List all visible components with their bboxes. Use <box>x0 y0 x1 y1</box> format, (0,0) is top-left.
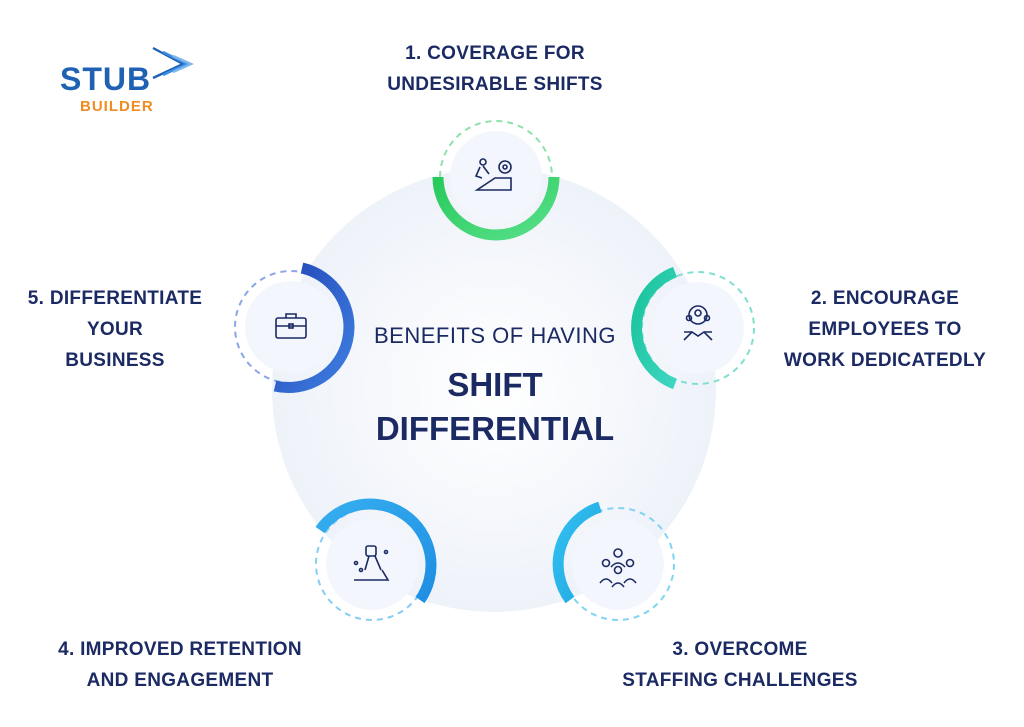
benefit-5-line2: YOUR <box>86 319 144 340</box>
benefit-1-line2: UNDESIRABLE SHIFTS <box>387 74 603 95</box>
benefit-4-line2: AND ENGAGEMENT <box>86 670 274 691</box>
briefcase-icon <box>275 313 307 339</box>
benefit-3-line1: 3. OVERCOME <box>672 639 808 660</box>
benefit-3-label: 3. OVERCOME STAFFING CHALLENGES <box>600 634 880 696</box>
raised-fist-icon <box>353 545 390 581</box>
center-title-line2: DIFFERENTIAL <box>375 410 615 447</box>
logo-arrow-icon <box>152 46 194 80</box>
logo-builder-text: BUILDER <box>80 98 154 115</box>
benefit-2-line1: 2. ENCOURAGE <box>810 288 960 309</box>
benefit-4-label: 4. IMPROVED RETENTION AND ENGAGEMENT <box>35 634 325 696</box>
center-subtitle: BENEFITS OF HAVING <box>373 323 617 348</box>
stub-builder-logo: STUB BUILDER <box>60 40 230 120</box>
benefit-2-line3: WORK DEDICATEDLY <box>783 350 987 371</box>
node-3 <box>552 501 675 621</box>
node-2 <box>631 266 755 390</box>
node-1 <box>432 120 560 241</box>
worker-gear-icon <box>474 158 512 191</box>
center-title: SHIFT DIFFERENTIAL <box>330 363 660 451</box>
benefit-5-line3: BUSINESS <box>65 350 165 371</box>
handshake-team-icon <box>683 305 713 341</box>
group-people-icon <box>599 548 637 588</box>
benefit-1-label: 1. COVERAGE FOR UNDESIRABLE SHIFTS <box>340 38 650 100</box>
benefit-5-line1: 5. DIFFERENTIATE <box>27 288 203 309</box>
benefit-1-line1: 1. COVERAGE FOR <box>405 43 585 64</box>
logo-stub-text: STUB <box>60 61 152 97</box>
benefit-2-label: 2. ENCOURAGE EMPLOYEES TO WORK DEDICATED… <box>770 283 1000 376</box>
benefit-5-label: 5. DIFFERENTIATE YOUR BUSINESS <box>10 283 220 376</box>
benefit-4-line1: 4. IMPROVED RETENTION <box>58 639 302 660</box>
center-title-line1: SHIFT <box>447 366 543 403</box>
node-5 <box>234 262 355 394</box>
benefit-2-line2: EMPLOYEES TO <box>808 319 962 340</box>
node-4 <box>315 498 437 621</box>
benefit-3-line2: STAFFING CHALLENGES <box>622 670 858 691</box>
